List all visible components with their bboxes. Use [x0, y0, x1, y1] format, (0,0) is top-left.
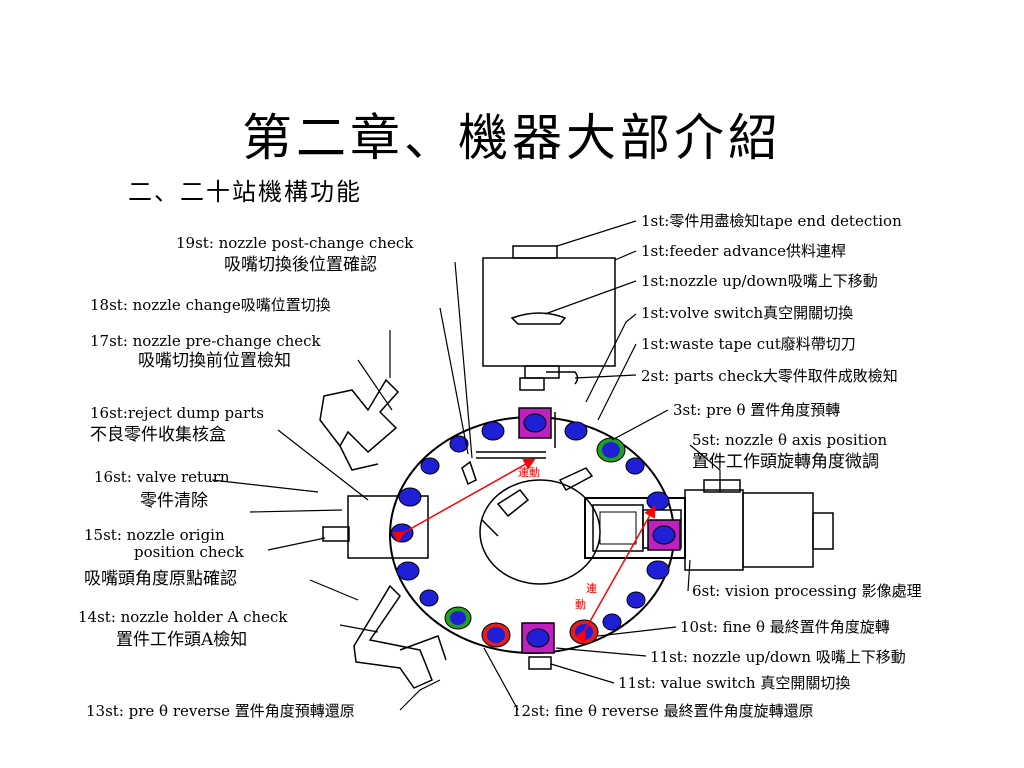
- label-14st-en: 14st: nozzle holder A check: [78, 608, 288, 626]
- turret-inner-ring: [479, 479, 601, 585]
- link-label-2b: 動: [575, 597, 586, 611]
- station-dot: [419, 589, 439, 607]
- label-19st-zh: 吸嘴切換後位置確認: [224, 255, 377, 275]
- station-dot: [449, 435, 469, 453]
- tape-sensor: [512, 245, 558, 259]
- label-1st-tape-end: 1st:零件用盡檢知tape end detection: [641, 212, 902, 230]
- link-arrow-2: [574, 505, 656, 643]
- station-dot: [652, 525, 676, 545]
- station-dot: [602, 613, 622, 631]
- label-11st-valve: 11st: value switch 真空開關切換: [618, 674, 850, 692]
- label-3st: 3st: pre θ 置件角度預轉: [673, 401, 840, 419]
- station-dot: [646, 491, 670, 511]
- label-12st: 12st: fine θ reverse 最終置件角度旋轉還原: [512, 702, 814, 720]
- link-arrow-1: [392, 458, 536, 543]
- station-dot: [398, 487, 422, 507]
- label-10st: 10st: fine θ 最終置件角度旋轉: [680, 618, 890, 636]
- label-16st-valve-zh: 零件清除: [140, 491, 208, 511]
- station-dot: [646, 560, 670, 580]
- station-dot: [564, 421, 588, 441]
- label-6st: 6st: vision processing 影像處理: [692, 582, 922, 600]
- label-14st-zh: 置件工作頭A檢知: [116, 630, 247, 650]
- station-dot: [420, 457, 440, 475]
- label-15st-en2: position check: [134, 543, 245, 561]
- link-label-1: 連動: [518, 465, 540, 479]
- label-1st-nozzle: 1st:nozzle up/down吸嘴上下移動: [641, 272, 878, 290]
- label-1st-waste: 1st:waste tape cut廢料帶切刀: [641, 335, 856, 353]
- origin-check-unit: [347, 495, 429, 559]
- station-dot: [625, 457, 645, 475]
- label-15st-zh: 吸嘴頭角度原點確認: [84, 569, 237, 589]
- label-5st-en: 5st: nozzle θ axis position: [692, 431, 887, 449]
- station-dot: [396, 561, 420, 581]
- label-17st-en: 17st: nozzle pre-change check: [90, 332, 322, 350]
- label-17st-zh: 吸嘴切換前位置檢知: [138, 351, 291, 371]
- station-dot: [523, 413, 547, 433]
- label-2st: 2st: parts check大零件取件成敗檢知: [641, 367, 898, 385]
- station-dot: [481, 421, 505, 441]
- label-16st-reject-en: 16st:reject dump parts: [90, 404, 264, 422]
- station-dot: [626, 591, 646, 609]
- label-1st-feeder: 1st:feeder advance供料連桿: [641, 242, 846, 260]
- station-dot: [526, 628, 550, 648]
- station-dot: [390, 523, 414, 543]
- label-13st: 13st: pre θ reverse 置件角度預轉還原: [86, 702, 355, 720]
- label-1st-valve: 1st:volve switch真空開關切換: [641, 304, 853, 322]
- label-18st: 18st: nozzle change吸嘴位置切換: [90, 296, 331, 314]
- label-15st-en1: 15st: nozzle origin: [84, 526, 225, 544]
- label-16st-reject-zh: 不良零件收集核盒: [90, 425, 226, 445]
- page-title: 第二章、機器大部介紹: [242, 109, 782, 167]
- link-label-2a: 連: [586, 581, 597, 595]
- label-5st-zh: 置件工作頭旋轉角度微調: [692, 452, 879, 472]
- label-11st-nozzle: 11st: nozzle up/down 吸嘴上下移動: [650, 648, 906, 666]
- page-subtitle: 二、二十站機構功能: [128, 178, 362, 206]
- label-19st-en: 19st: nozzle post-change check: [176, 234, 414, 252]
- label-16st-valve-en: 16st: valve return: [94, 468, 230, 486]
